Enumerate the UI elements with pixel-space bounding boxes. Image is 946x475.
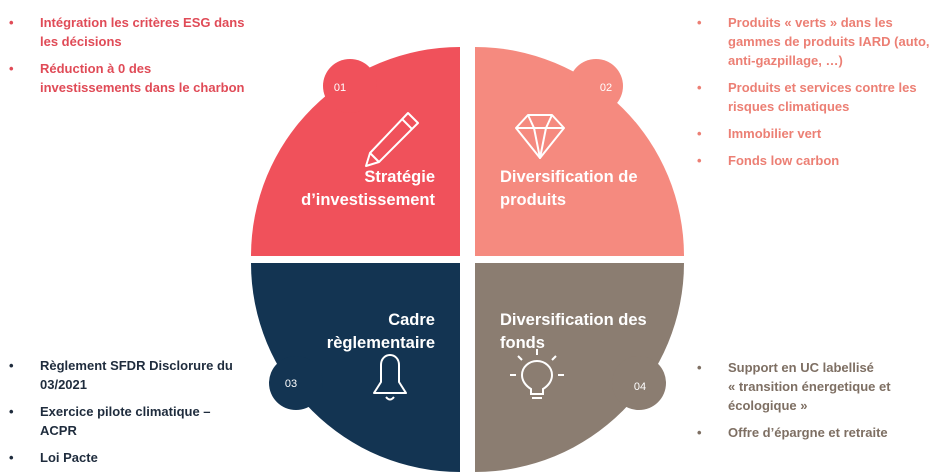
quadrant-01-shape: [251, 47, 460, 256]
quadrant-01-number-circle: [323, 59, 377, 113]
lightbulb-icon: [510, 349, 564, 399]
quadrant-04-number: 04: [634, 381, 646, 393]
bullet-icon: •: [9, 404, 14, 419]
quadrant-01-title-line-1: Stratégie: [364, 168, 435, 186]
quadrant-03-title-line-2: règlementaire: [327, 334, 435, 352]
bullet-icon: •: [9, 358, 14, 373]
quadrant-02-number-circle: [569, 59, 623, 113]
bell-icon: [373, 354, 407, 401]
list-item: •Fonds low carbon: [697, 153, 840, 168]
bullet-icon: •: [697, 15, 702, 30]
quadrant-04-title-line-1: Diversification des: [500, 311, 647, 329]
pencil-icon: [365, 112, 419, 167]
quadrant-04-title-line-2: fonds: [500, 334, 545, 352]
list-item: •Support en UC labellisé« transition éne…: [697, 360, 891, 413]
diamond-icon: [515, 114, 565, 159]
bullet-icon: •: [697, 80, 702, 95]
list-item: •Offre d’épargne et retraite: [697, 425, 888, 440]
bullet-icon: •: [9, 15, 14, 30]
quadrant-01-number: 01: [334, 82, 346, 94]
bullet-icon: •: [9, 61, 14, 76]
list-item: •Exercice pilote climatique –ACPR: [9, 404, 211, 438]
quadrant-02-title-line-1: Diversification de: [500, 168, 638, 186]
quadrant-03-number-circle: [269, 356, 323, 410]
bullet-icon: •: [697, 425, 702, 440]
quadrant-01-title-line-2: d’investissement: [301, 191, 435, 209]
quadrant-03-shape: [251, 263, 460, 472]
list-item: •Immobilier vert: [697, 126, 822, 141]
quadrant-02-number: 02: [600, 82, 612, 94]
bullet-icon: •: [697, 153, 702, 168]
quadrant-03-number: 03: [285, 378, 297, 390]
quadrant-03-title-line-1: Cadre: [388, 311, 435, 329]
bullet-icon: •: [697, 126, 702, 141]
bullet-icon: •: [697, 360, 702, 375]
quadrant-04-bullet-list: •Support en UC labellisé« transition éne…: [688, 358, 946, 450]
quadrant-04-number-circle: [612, 356, 666, 410]
quadrant-02-title-line-2: produits: [500, 191, 566, 209]
list-item: •Loi Pacte: [9, 450, 98, 465]
bullet-icon: •: [9, 450, 14, 465]
quadrant-02-shape: [475, 47, 684, 256]
quadrant-04-shape: [475, 263, 684, 472]
